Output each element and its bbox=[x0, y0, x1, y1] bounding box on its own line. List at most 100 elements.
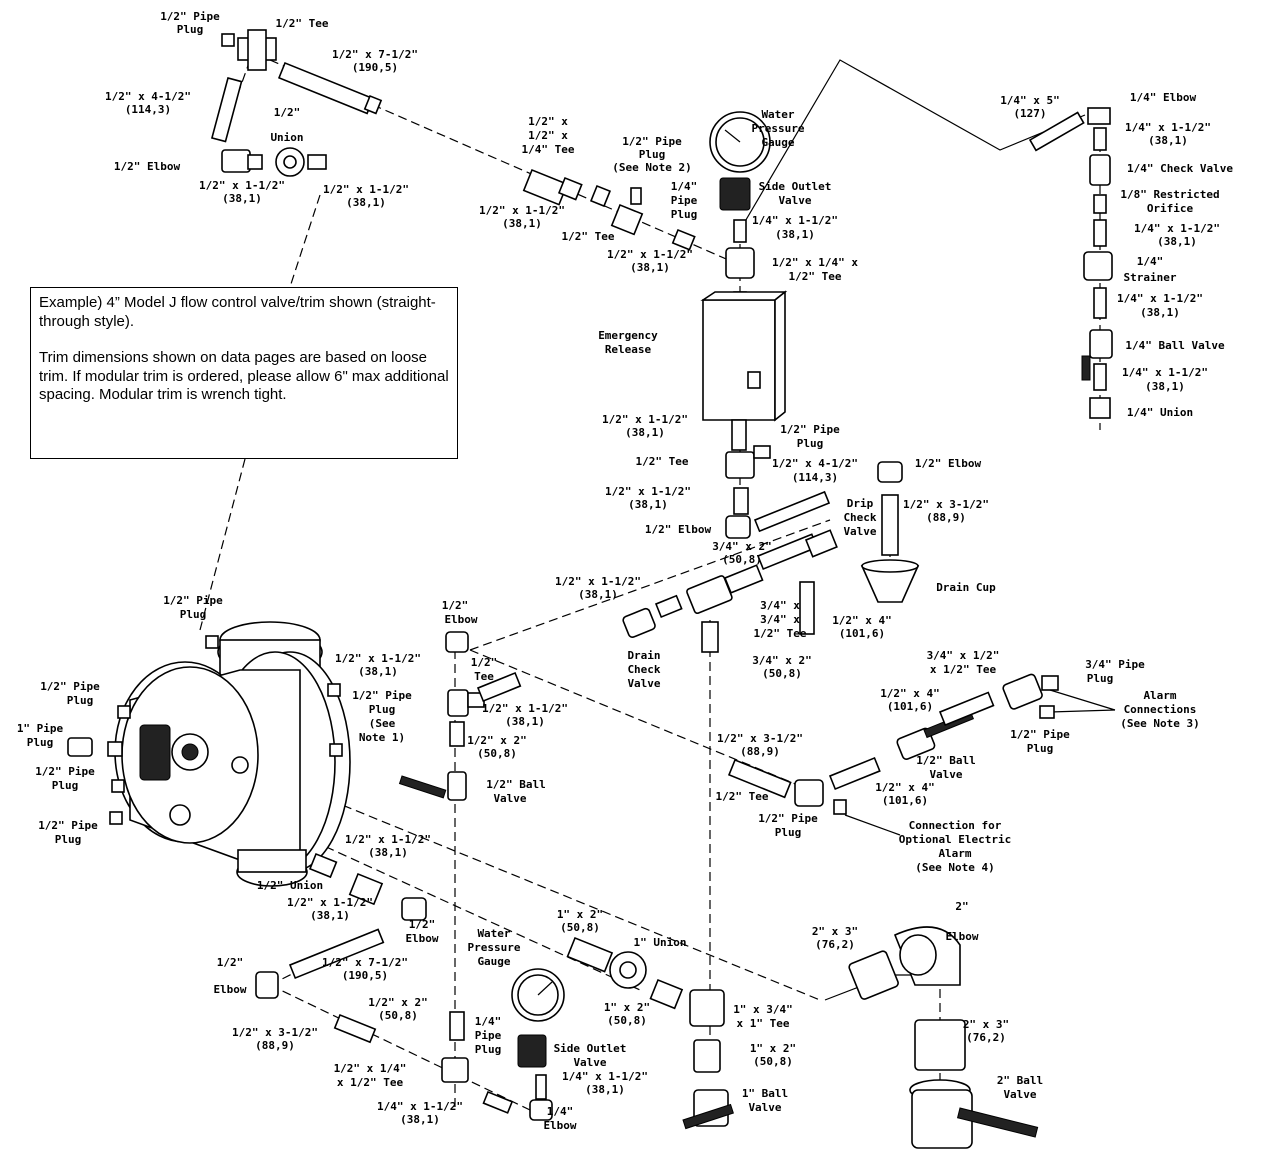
example-note-box: Example) 4” Model J flow control valve/t… bbox=[30, 287, 458, 459]
callout-label: (76,2) bbox=[815, 938, 855, 951]
callout-label: 3/4" x bbox=[760, 599, 800, 612]
callout-label: (38,1) bbox=[630, 261, 670, 274]
callout-label: Union bbox=[270, 131, 303, 144]
callout-label: 1" Pipe bbox=[17, 722, 64, 735]
callout-label: 1/2" x 1/4" bbox=[334, 1062, 407, 1075]
callout-label: Pressure bbox=[752, 122, 805, 135]
callout-label: Plug bbox=[369, 703, 396, 716]
callout-label: Emergency bbox=[598, 329, 658, 342]
callout-label: (38,1) bbox=[1148, 134, 1188, 147]
callout-label: Plug bbox=[797, 437, 824, 450]
callout-label: 1/4" Tee bbox=[522, 143, 575, 156]
callout-label: 1/2" Union bbox=[257, 879, 323, 892]
callout-label: Plug bbox=[67, 694, 94, 707]
callout-label: 1/2" Elbow bbox=[114, 160, 181, 173]
callout-label: Valve bbox=[748, 1101, 781, 1114]
callout-label: 1" x 2" bbox=[604, 1001, 650, 1014]
half-inch-riser bbox=[398, 631, 522, 801]
callout-label: Elbow bbox=[213, 983, 246, 996]
callout-label: 1/2" x 7-1/2" bbox=[322, 956, 408, 969]
callout-label: 1/4" x 1-1/2" bbox=[1134, 222, 1220, 235]
callout-label: (38,1) bbox=[222, 192, 262, 205]
emergency-release-box bbox=[700, 290, 788, 422]
callout-label: Valve bbox=[778, 194, 811, 207]
callout-label: (38,1) bbox=[358, 665, 398, 678]
callout-label: 1/2" x 3-1/2" bbox=[717, 732, 803, 745]
callout-label: Plug bbox=[1087, 672, 1114, 685]
callout-label: Connection for bbox=[909, 819, 1002, 832]
callout-label: 1/4" x 1-1/2" bbox=[1122, 366, 1208, 379]
main-flow-control-valve bbox=[67, 621, 351, 887]
callout-label: 1/2" x 1-1/2" bbox=[345, 833, 431, 846]
callout-label: (See bbox=[369, 717, 396, 730]
callout-label: (See Note 2) bbox=[612, 161, 691, 174]
callout-label: 1/8" Restricted bbox=[1120, 188, 1219, 201]
callout-label: 1/2" x 4-1/2" bbox=[105, 90, 191, 103]
callout-label: (38,1) bbox=[400, 1113, 440, 1126]
callout-label: 1" Union bbox=[634, 936, 687, 949]
callout-label: 1/2" Pipe bbox=[38, 819, 98, 832]
callout-label: 1/2" x 1-1/2" bbox=[287, 896, 373, 909]
callout-label: Drip bbox=[847, 497, 874, 510]
callout-label: (50,8) bbox=[607, 1014, 647, 1027]
callout-label: x 1/2" Tee bbox=[337, 1076, 404, 1089]
callout-label: Plug bbox=[1027, 742, 1054, 755]
callout-label: (50,8) bbox=[378, 1009, 418, 1022]
callout-label: 2" Ball bbox=[997, 1074, 1043, 1087]
callout-label: Check bbox=[627, 663, 660, 676]
callout-label: 1/2" Tee bbox=[562, 230, 615, 243]
callout-label: 3/4" x 2" bbox=[752, 654, 812, 667]
callout-label: 1/2" x 7-1/2" bbox=[332, 48, 418, 61]
callout-label: (50,8) bbox=[762, 667, 802, 680]
callout-label: Elbow bbox=[543, 1119, 576, 1132]
callout-label: 1/2" Ball bbox=[486, 778, 546, 791]
callout-label: Alarm bbox=[938, 847, 971, 860]
callout-label: Valve bbox=[493, 792, 526, 805]
callout-label: 1/2" x 1-1/2" bbox=[602, 413, 688, 426]
lower-trim bbox=[255, 852, 1039, 1149]
callout-label: (127) bbox=[1013, 107, 1046, 120]
callout-label: 1/2" Pipe bbox=[163, 594, 223, 607]
callout-label: 1/4" x 1-1/2" bbox=[1117, 292, 1203, 305]
callout-label: 1/2" bbox=[471, 656, 498, 669]
callout-label: (38,1) bbox=[578, 588, 618, 601]
callout-label: Plug bbox=[180, 608, 207, 621]
callout-label: Valve bbox=[573, 1056, 606, 1069]
release-riser-fittings bbox=[725, 419, 920, 603]
note-paragraph-2: Trim dimensions shown on data pages are … bbox=[39, 349, 449, 403]
callout-label: Plug bbox=[55, 833, 82, 846]
callout-label: 1/2" x 1-1/2" bbox=[479, 204, 565, 217]
callout-label: 1/2" Pipe bbox=[160, 10, 220, 23]
callout-label: Valve bbox=[843, 525, 876, 538]
callout-label: 1/4" x 1-1/2" bbox=[752, 214, 838, 227]
callout-label: 1/2" x 1/4" x bbox=[772, 256, 858, 269]
callout-label: 1/2" Elbow bbox=[915, 457, 982, 470]
callout-label: 3/4" x 2" bbox=[712, 540, 772, 553]
callout-label: 1/4" x 1-1/2" bbox=[377, 1100, 463, 1113]
callout-label: Plug bbox=[52, 779, 79, 792]
callout-label: Water bbox=[761, 108, 794, 121]
callout-label: 1/2" x 4" bbox=[875, 781, 935, 794]
callout-label: 1/2" x 1-1/2" bbox=[555, 575, 641, 588]
upper-middle-trim bbox=[522, 111, 771, 307]
pipe-plug-icon bbox=[221, 33, 235, 47]
callout-label: 1/4" x 5" bbox=[1000, 94, 1060, 107]
callout-label: (38,1) bbox=[346, 196, 386, 209]
callout-label: (88,9) bbox=[740, 745, 780, 758]
callout-label: 1/2" x 4-1/2" bbox=[772, 457, 858, 470]
note-paragraph-1: Example) 4” Model J flow control valve/t… bbox=[39, 294, 436, 330]
callout-label: Plug bbox=[671, 208, 698, 221]
callout-label: (190,5) bbox=[342, 969, 388, 982]
callout-label: 1/4" x 1-1/2" bbox=[562, 1070, 648, 1083]
callout-label: 1/2" Elbow bbox=[645, 523, 712, 536]
callout-label: x 1/2" Tee bbox=[930, 663, 997, 676]
callout-label: 1" x 3/4" bbox=[733, 1003, 793, 1016]
callout-label: Plug bbox=[27, 736, 54, 749]
callout-label: (50,8) bbox=[477, 747, 517, 760]
upper-left-trim bbox=[210, 29, 383, 177]
callout-label: 1/2" x 2" bbox=[467, 734, 527, 747]
callout-label: x 1" Tee bbox=[737, 1017, 790, 1030]
callout-label: Pipe bbox=[671, 194, 698, 207]
callout-label: (101,6) bbox=[882, 794, 928, 807]
